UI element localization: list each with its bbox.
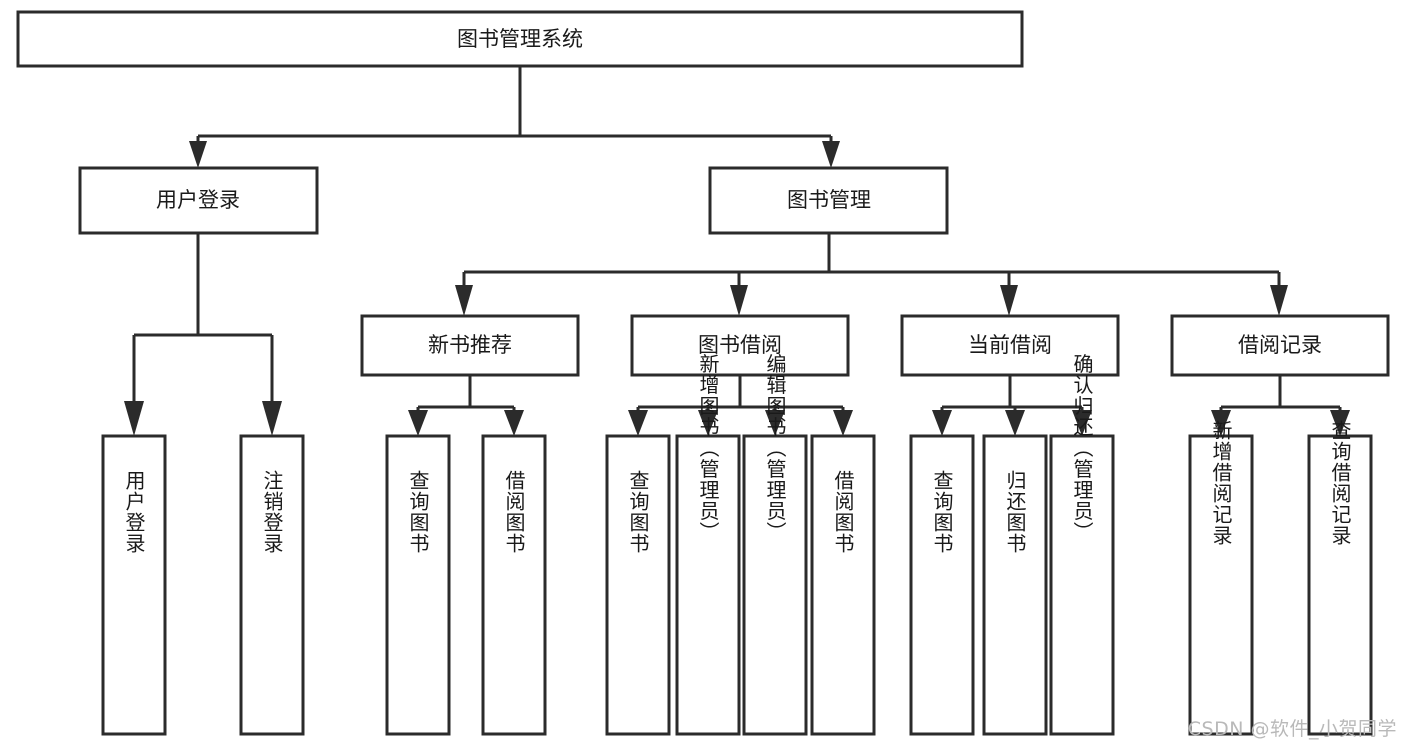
arrow-head-leaf-user-login [124,401,144,436]
arrow-head-leaf-query-book-borrow [628,410,648,436]
node-root[interactable]: 图书管理系统 [16,10,1024,68]
node-leaf-query-book-current-label: 查询图书 [930,470,954,554]
node-book-borrow-box[interactable] [630,314,850,377]
arrow-head-leaf-confirm-return-admin [1072,410,1092,436]
node-current-borrow[interactable]: 当前借阅 [900,314,1120,377]
node-borrow-record-label: 借阅记录 [1238,333,1322,357]
edge-group-bookborrow-to-leaves [628,375,853,436]
node-leaf-borrow-book[interactable]: 借阅图书 [810,434,876,736]
arrow-head-leaf-borrow-book-recommend [504,410,524,436]
edge-group-userlogin-to-leaves [124,233,282,436]
arrow-head-current-borrow [1000,285,1018,316]
node-user-login-box[interactable] [78,166,319,235]
arrow-head-leaf-logout [262,401,282,436]
node-new-book-recommend-box[interactable] [360,314,580,377]
arrow-head-leaf-return-book [1005,410,1025,436]
arrow-head-leaf-add-borrow-record [1211,410,1231,436]
node-leaf-confirm-return-admin[interactable]: 确认归还（管理员） [1049,353,1115,736]
node-leaf-add-borrow-record-box[interactable] [1188,434,1254,736]
node-leaf-borrow-book-recommend-label: 借阅图书 [502,470,526,554]
edge-group-bookmgmt-to-level3 [455,233,1288,316]
edge-group-borrowrecord-to-leaves [1211,375,1350,436]
node-leaf-query-book-borrow-box[interactable] [605,434,671,736]
node-borrow-record[interactable]: 借阅记录 [1170,314,1390,377]
node-new-book-recommend[interactable]: 新书推荐 [360,314,580,377]
node-leaf-edit-book-admin[interactable]: 编辑图书（管理员） [742,353,808,736]
node-leaf-query-borrow-record[interactable]: 查询借阅记录 [1307,420,1373,736]
node-leaf-borrow-book-recommend[interactable]: 借阅图书 [481,434,547,736]
node-new-book-recommend-label: 新书推荐 [428,333,512,357]
node-book-management-box[interactable] [708,166,949,235]
node-current-borrow-box[interactable] [900,314,1120,377]
edge-group-root-to-level2 [189,66,840,168]
node-leaf-add-borrow-record[interactable]: 新增借阅记录 [1188,420,1254,736]
node-user-login[interactable]: 用户登录 [78,166,319,235]
node-leaf-add-book-admin[interactable]: 新增图书（管理员） [675,353,741,736]
node-leaf-query-book-borrow-label: 查询图书 [626,470,650,554]
node-leaf-add-book-admin-box[interactable] [675,434,741,736]
node-leaf-confirm-return-admin-label: 确认归还（管理员） [1070,353,1094,542]
node-leaf-return-book-box[interactable] [982,434,1048,736]
node-leaf-query-borrow-record-label: 查询借阅记录 [1328,420,1352,546]
node-leaf-borrow-book-label: 借阅图书 [831,470,855,554]
arrow-head-leaf-add-book-admin [698,410,718,436]
node-book-management[interactable]: 图书管理 [708,166,949,235]
node-borrow-record-box[interactable] [1170,314,1390,377]
arrow-head-user-login [189,141,207,168]
node-leaf-return-book[interactable]: 归还图书 [982,434,1048,736]
arrow-head-book-borrow [730,285,748,316]
node-leaf-query-book-borrow[interactable]: 查询图书 [605,434,671,736]
node-leaf-add-borrow-record-label: 新增借阅记录 [1209,420,1233,546]
node-root-box[interactable] [16,10,1024,68]
node-book-borrow-label: 图书借阅 [698,333,782,357]
edge-group-recommend-to-leaves [408,375,524,436]
arrow-head-leaf-query-book-recommend [408,410,428,436]
arrow-head-leaf-query-borrow-record [1330,410,1350,436]
arrow-head-borrow-record [1270,285,1288,316]
node-current-borrow-label: 当前借阅 [968,333,1052,357]
node-leaf-borrow-book-box[interactable] [810,434,876,736]
node-leaf-user-login[interactable]: 用户登录 [101,434,167,736]
arrow-head-leaf-edit-book-admin [765,410,785,436]
node-leaf-user-login-label: 用户登录 [122,470,146,554]
node-leaf-logout-box[interactable] [239,434,305,736]
node-root-label: 图书管理系统 [457,27,583,51]
node-leaf-query-borrow-record-box[interactable] [1307,434,1373,736]
node-book-borrow[interactable]: 图书借阅 [630,314,850,377]
arrow-head-leaf-borrow-book [833,410,853,436]
node-user-login-label: 用户登录 [156,188,240,212]
node-leaf-edit-book-admin-box[interactable] [742,434,808,736]
node-leaf-user-login-box[interactable] [101,434,167,736]
node-leaf-logout[interactable]: 注销登录 [239,434,305,736]
node-leaf-add-book-admin-label: 新增图书（管理员） [696,353,720,542]
node-book-management-label: 图书管理 [787,188,871,212]
node-leaf-borrow-book-recommend-box[interactable] [481,434,547,736]
edge-group-currentborrow-to-leaves [932,375,1092,436]
node-leaf-query-book-recommend[interactable]: 查询图书 [385,434,451,736]
node-leaf-query-book-current-box[interactable] [909,434,975,736]
node-leaf-edit-book-admin-label: 编辑图书（管理员） [763,353,787,542]
node-leaf-query-book-recommend-box[interactable] [385,434,451,736]
node-leaf-logout-label: 注销登录 [260,470,284,554]
arrow-head-leaf-query-book-current [932,410,952,436]
node-leaf-query-book-current[interactable]: 查询图书 [909,434,975,736]
arrow-head-new-book-recommend [455,285,473,316]
node-leaf-return-book-label: 归还图书 [1003,470,1027,554]
arrow-head-book-management [822,141,840,168]
node-leaf-query-book-recommend-label: 查询图书 [406,470,430,554]
node-leaf-confirm-return-admin-box[interactable] [1049,434,1115,736]
